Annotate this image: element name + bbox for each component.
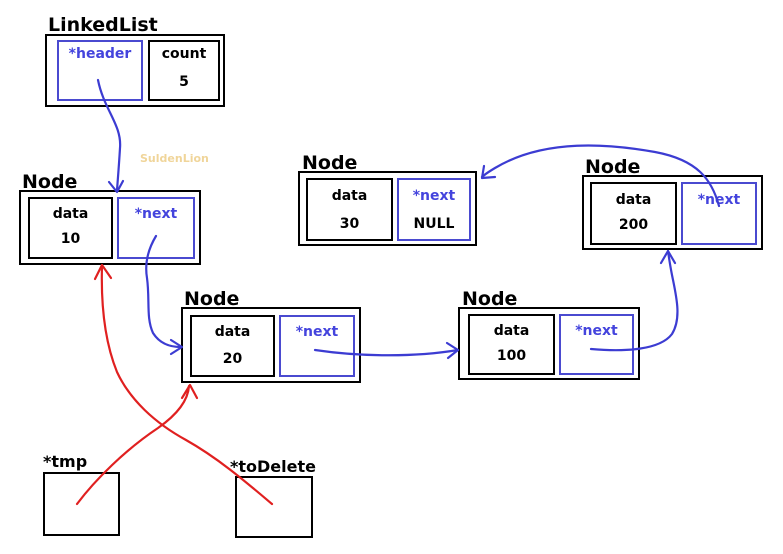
node-box-20: data 20 *next	[181, 307, 361, 383]
tmp-box	[43, 472, 120, 536]
node-title: Node	[462, 288, 518, 310]
link-arrow-100-200-head	[659, 249, 677, 265]
node-next-value: NULL	[413, 216, 455, 232]
header-label: *header	[68, 46, 132, 62]
node-data-label: data	[214, 324, 251, 340]
node-title: Node	[302, 152, 358, 174]
node-data-value: 100	[496, 348, 527, 364]
count-field: count 5	[148, 40, 220, 101]
header-field: *header	[57, 40, 143, 101]
count-value: 5	[179, 74, 189, 90]
todelete-box	[235, 476, 313, 538]
node-next-label: *next	[575, 323, 618, 339]
node-data-field: data 20	[190, 315, 275, 377]
node-box-100: data 100 *next	[458, 307, 640, 380]
node-data-label: data	[52, 206, 89, 222]
node-box-10: data 10 *next	[19, 190, 201, 265]
node-data-field: data 30	[306, 178, 393, 241]
node-next-field: *next	[681, 182, 757, 245]
node-data-value: 30	[339, 216, 360, 232]
node-data-label: data	[493, 323, 530, 339]
node-next-label: *next	[697, 192, 741, 208]
node-data-label: data	[331, 188, 368, 204]
tmp-label: *tmp	[43, 452, 88, 471]
linkedlist-title: LinkedList	[48, 14, 158, 36]
todelete-pointer-arrowhead	[93, 263, 113, 281]
node-next-field: *next NULL	[397, 178, 471, 241]
node-title: Node	[22, 171, 78, 193]
node-next-field: *next	[559, 314, 634, 375]
node-next-label: *next	[134, 206, 178, 222]
node-next-label: *next	[295, 324, 339, 340]
todelete-label: *toDelete	[230, 457, 316, 476]
link-arrow-20-100-head	[445, 341, 460, 360]
watermark: SuldenLion	[140, 152, 209, 165]
node-data-field: data 200	[590, 182, 677, 245]
node-data-label: data	[615, 192, 652, 208]
node-data-value: 200	[618, 217, 649, 233]
node-box-30: data 30 *next NULL	[298, 171, 477, 246]
linkedlist-box: *header count 5	[45, 34, 225, 107]
node-data-value: 20	[222, 351, 243, 367]
node-data-value: 10	[60, 231, 81, 247]
node-next-label: *next	[412, 188, 456, 204]
node-box-200: data 200 *next	[582, 175, 763, 250]
node-data-field: data 10	[28, 197, 113, 259]
count-label: count	[161, 46, 207, 62]
node-next-field: *next	[279, 315, 355, 377]
link-arrow-200-30-head	[480, 164, 497, 180]
node-next-field: *next	[117, 197, 195, 259]
node-data-field: data 100	[468, 314, 555, 375]
tmp-pointer-arrowhead	[180, 383, 199, 400]
